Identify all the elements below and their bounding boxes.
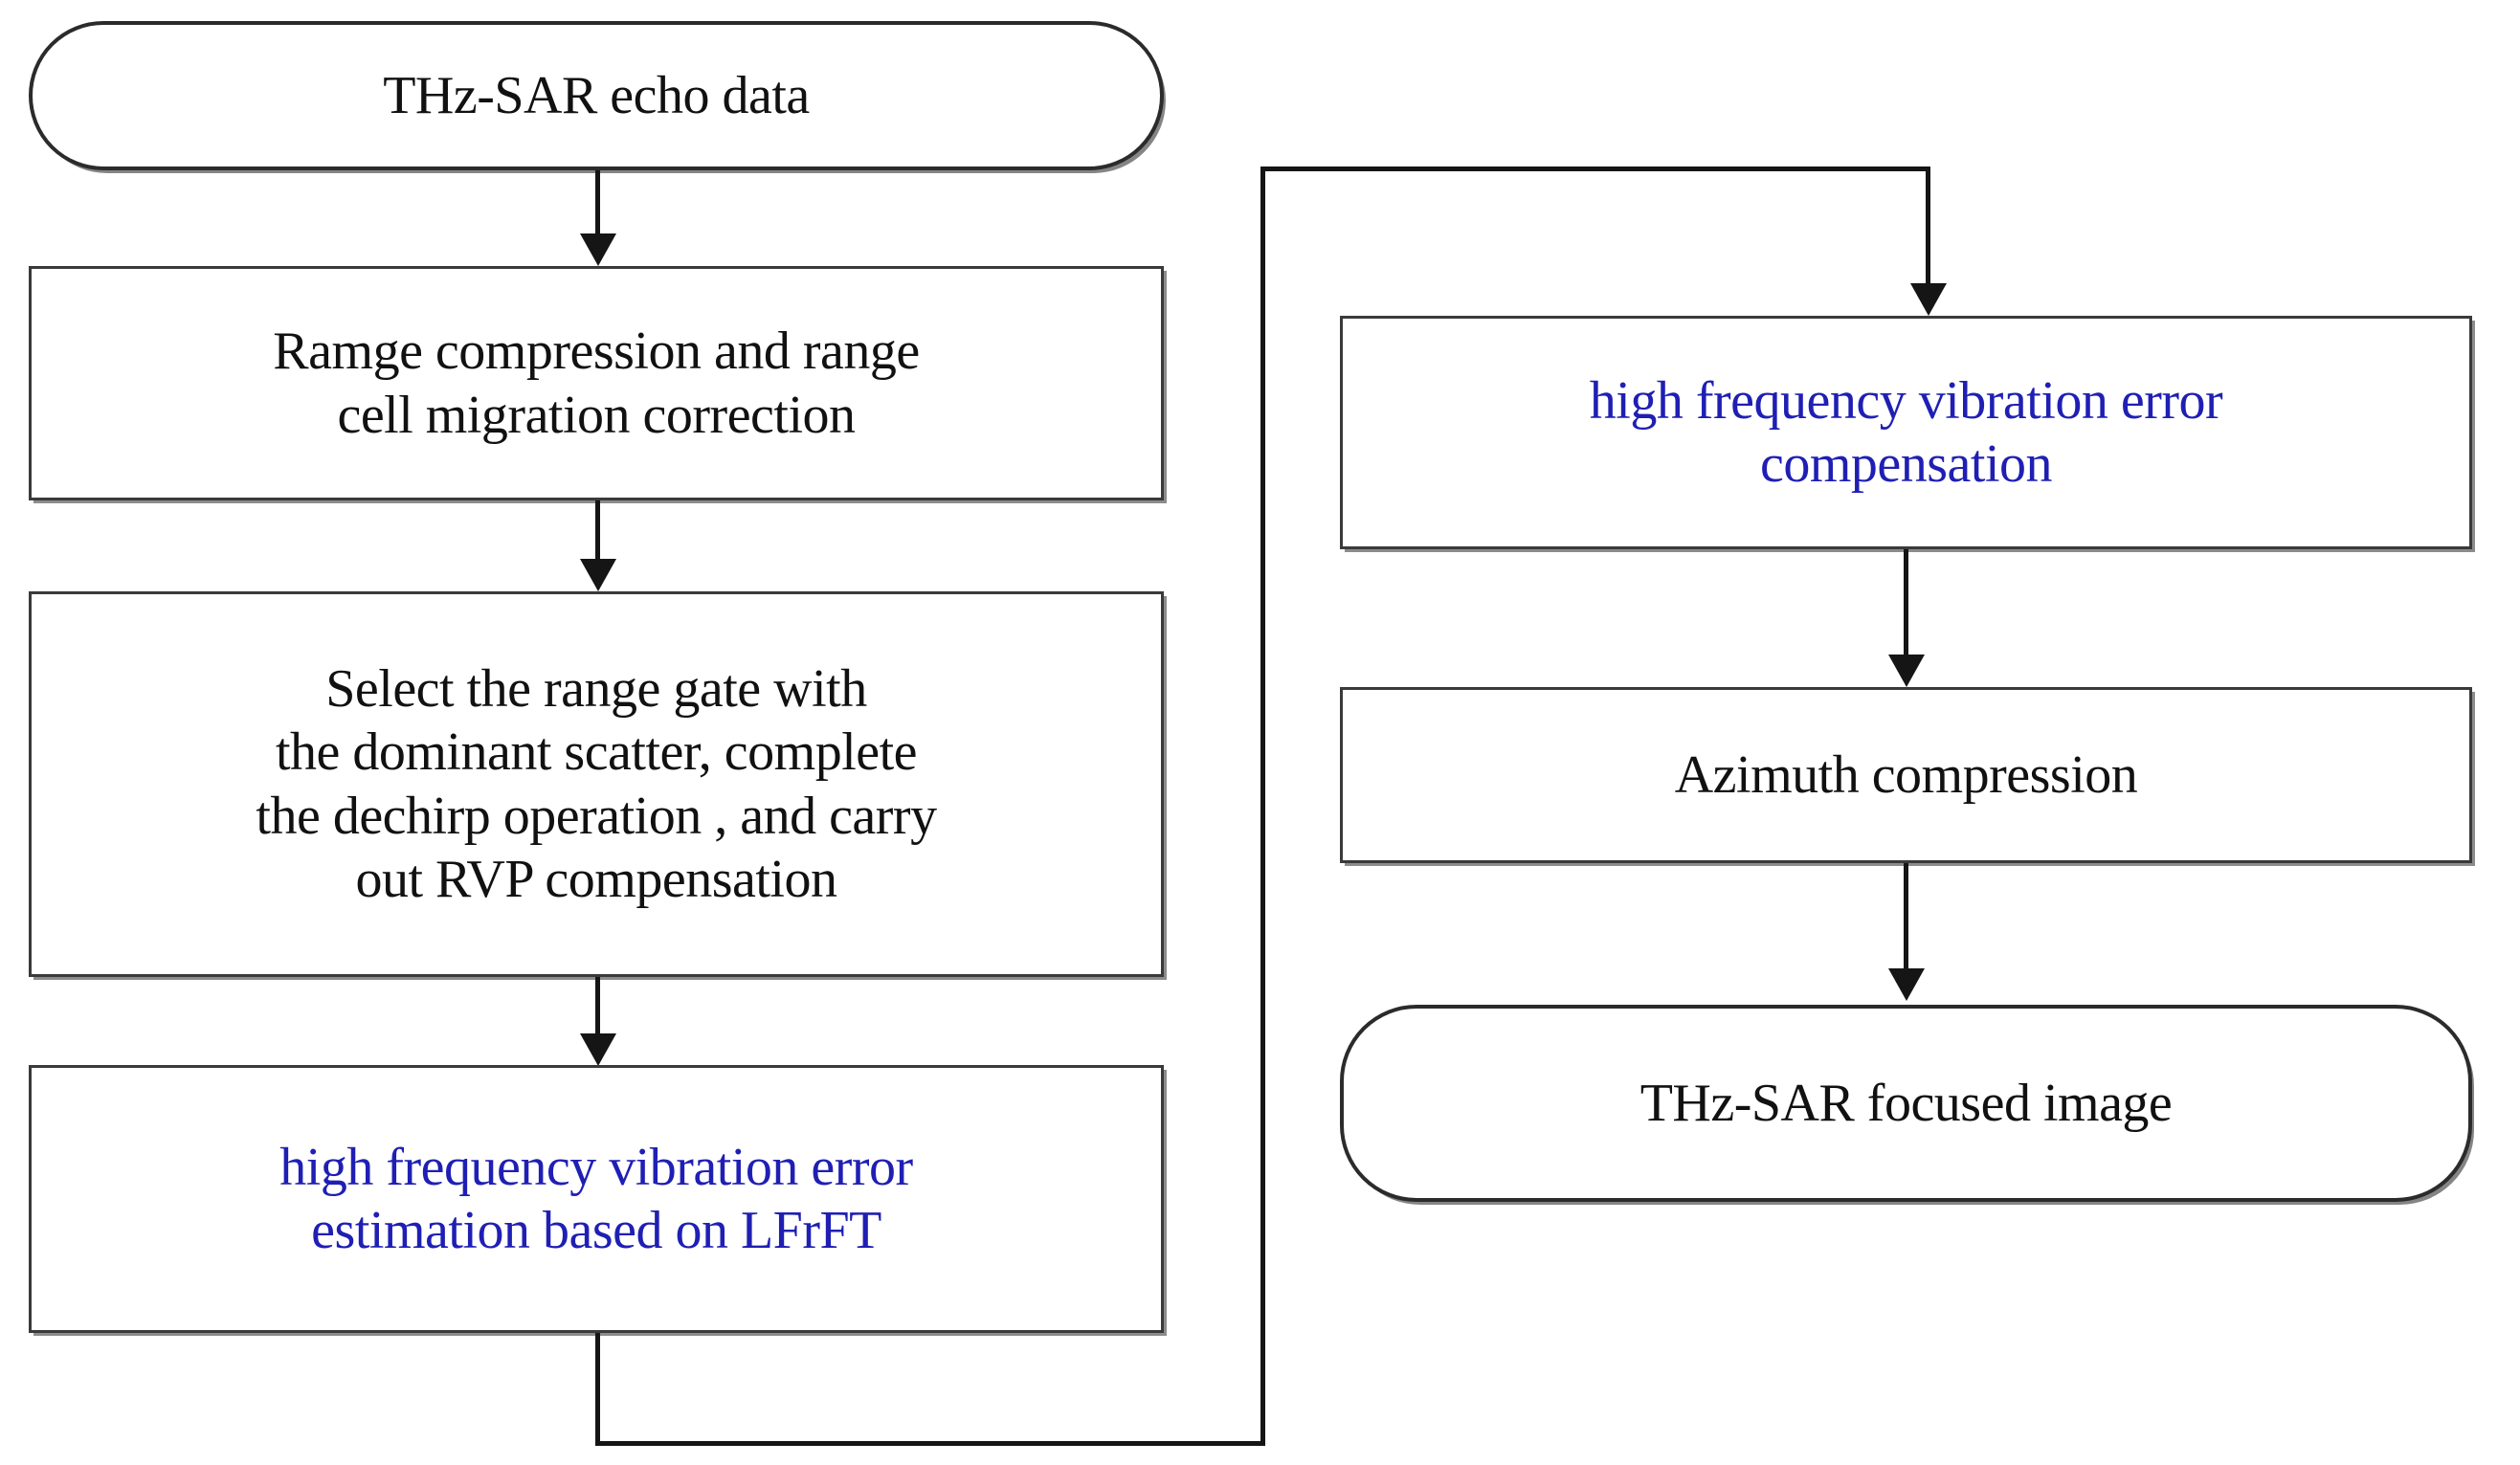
node-start: THz-SAR echo data xyxy=(29,21,1164,170)
edge-routed-segment-bottom xyxy=(595,1441,1265,1446)
edge-start-to-range-arrow xyxy=(580,233,616,266)
edge-compensation-to-azimuth-line xyxy=(1904,549,1908,656)
edge-range-to-select-arrow xyxy=(580,559,616,591)
edge-azimuth-to-end-line xyxy=(1904,863,1908,970)
node-select-range-gate-label: Select the range gate with the dominant … xyxy=(256,659,937,909)
edge-routed-segment-down-right xyxy=(1926,166,1930,287)
edge-start-to-range-line xyxy=(595,170,600,235)
node-range-compression: Ramge compression and range cell migrati… xyxy=(29,266,1164,500)
edge-select-to-estimation-line xyxy=(595,977,600,1036)
edge-routed-segment-down-left xyxy=(595,1333,600,1446)
node-range-compression-label: Ramge compression and range cell migrati… xyxy=(273,322,920,445)
node-vibration-estimation: high frequency vibration error estimatio… xyxy=(29,1065,1164,1333)
edge-routed-segment-up xyxy=(1260,166,1265,1446)
edge-routed-segment-top xyxy=(1260,166,1930,171)
node-select-range-gate: Select the range gate with the dominant … xyxy=(29,591,1164,977)
node-azimuth-compression: Azimuth compression xyxy=(1340,687,2472,863)
node-azimuth-compression-label: Azimuth compression xyxy=(1674,744,2138,805)
edge-azimuth-to-end-arrow xyxy=(1888,968,1925,1001)
edge-compensation-to-azimuth-arrow xyxy=(1888,655,1925,687)
edge-routed-arrow xyxy=(1910,283,1947,316)
node-vibration-compensation-label: high frequency vibration error compensat… xyxy=(1589,370,2223,494)
node-vibration-compensation: high frequency vibration error compensat… xyxy=(1340,316,2472,549)
node-end-label: THz-SAR focused image xyxy=(1639,1073,2173,1133)
node-vibration-estimation-label: high frequency vibration error estimatio… xyxy=(279,1137,913,1260)
node-end: THz-SAR focused image xyxy=(1340,1005,2472,1202)
edge-select-to-estimation-arrow xyxy=(580,1033,616,1066)
edge-range-to-select-line xyxy=(595,500,600,561)
node-start-label: THz-SAR echo data xyxy=(383,65,810,125)
